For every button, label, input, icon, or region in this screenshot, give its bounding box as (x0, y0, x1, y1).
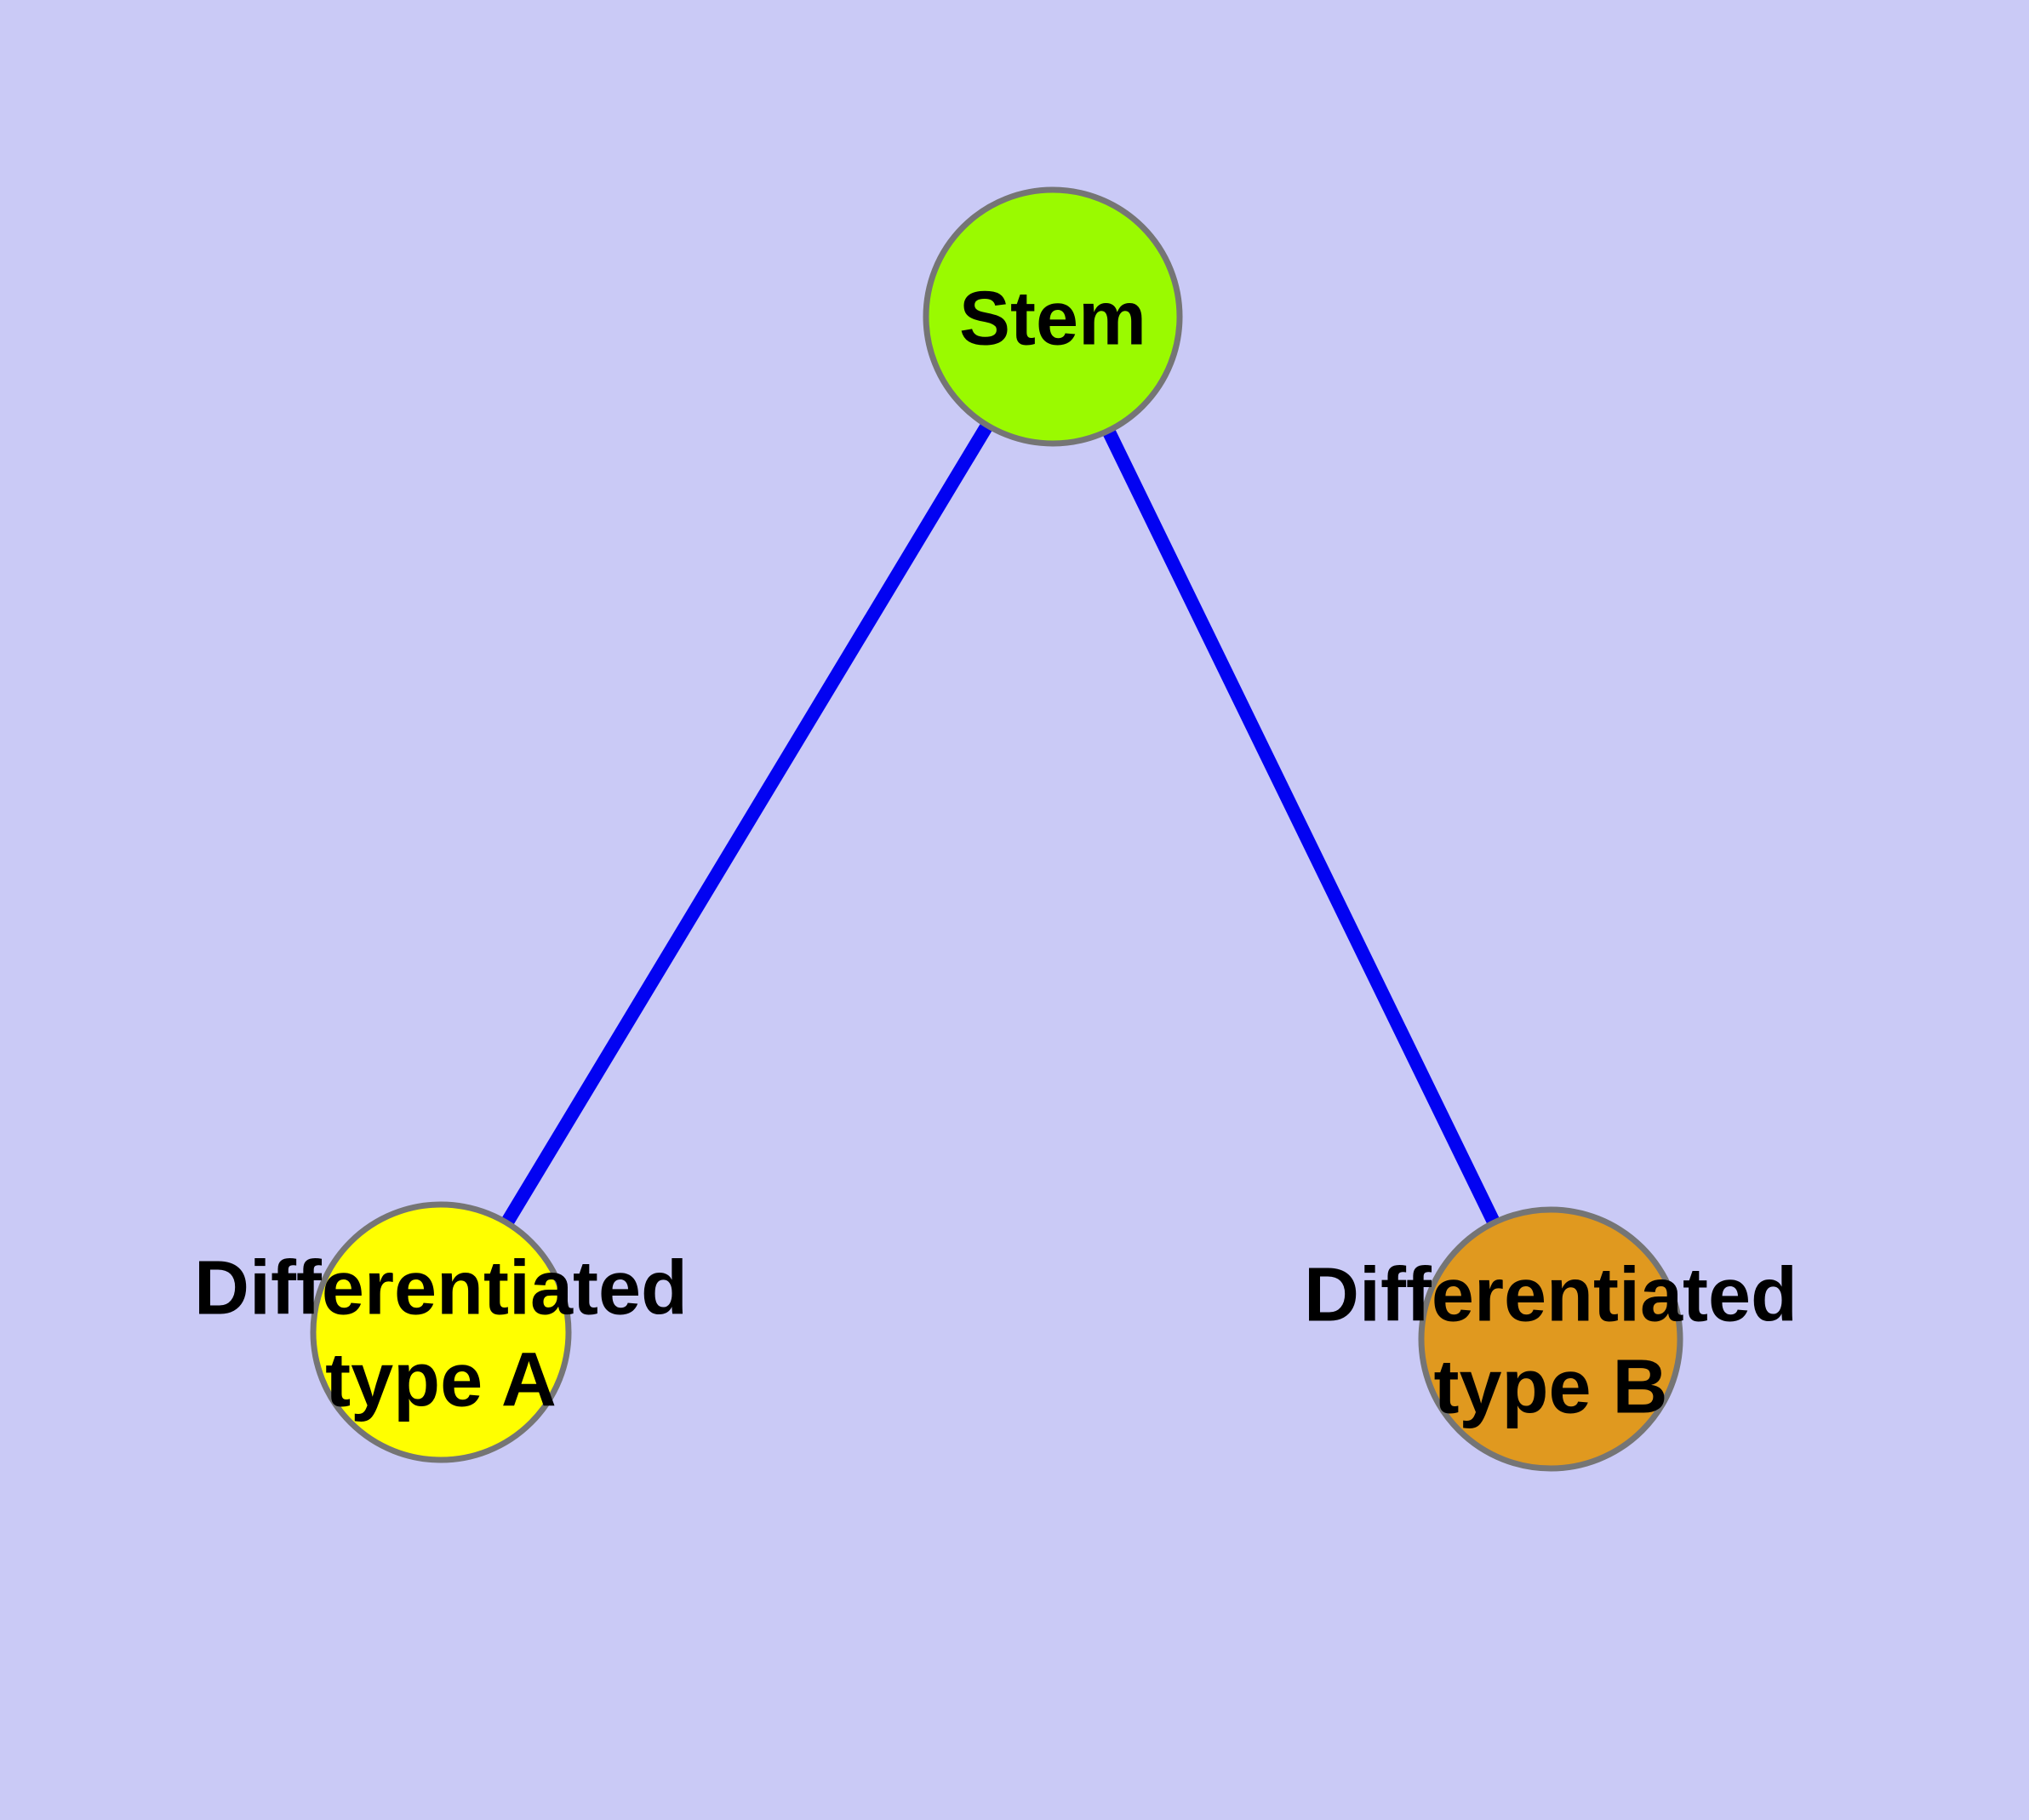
node-stem-label: Stem (959, 276, 1146, 361)
edge-stem-to-differentiated-type-b (1046, 313, 1557, 1342)
edge-stem-to-differentiated-type-a (435, 312, 1059, 1336)
node-differentiated-type-b (1418, 1206, 1683, 1472)
node-layer (310, 186, 1683, 1472)
edge-layer (435, 312, 1557, 1342)
node-stem (923, 186, 1183, 447)
node-differentiated-type-a (310, 1201, 572, 1463)
